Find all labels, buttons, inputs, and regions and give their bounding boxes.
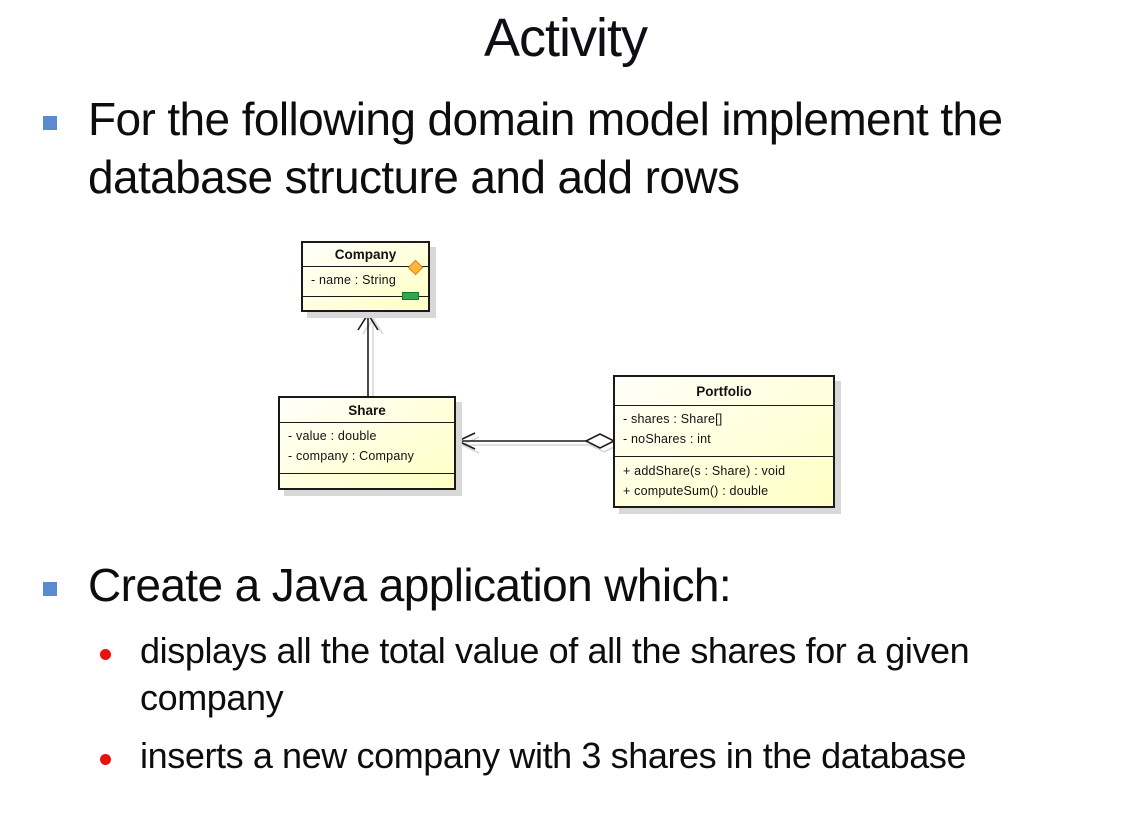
sub-bullet-text-1: displays all the total value of all the …	[140, 630, 970, 718]
round-bullet-icon	[100, 754, 111, 765]
bullet-text-1: For the following domain model implement…	[88, 93, 1003, 203]
uml-class-name: Share	[280, 398, 454, 423]
uml-operation: + computeSum() : double	[623, 484, 769, 498]
square-bullet-icon	[43, 116, 57, 130]
uml-class-share: Share - value : double - company : Compa…	[278, 396, 456, 490]
page-title: Activity	[483, 8, 648, 68]
uml-attribute: - value : double	[288, 429, 377, 443]
bullet-text-2: Create a Java application which:	[88, 559, 732, 611]
uml-attribute: - company : Company	[288, 449, 415, 463]
uml-operations-empty	[280, 474, 454, 488]
uml-attribute: - name : String	[311, 273, 396, 287]
uml-attribute: - noShares : int	[623, 432, 711, 446]
uml-attribute: - shares : Share[]	[623, 412, 723, 426]
green-rect-icon	[402, 292, 419, 300]
sub-bullet-item-2: inserts a new company with 3 shares in t…	[100, 732, 966, 779]
uml-class-name: Portfolio	[615, 377, 833, 406]
uml-class-name: Company	[303, 243, 428, 267]
sub-bullet-text-2: inserts a new company with 3 shares in t…	[140, 735, 967, 776]
uml-connector-share-to-company	[357, 312, 379, 396]
sub-bullet-item-1: displays all the total value of all the …	[100, 627, 970, 721]
uml-connector-portfolio-to-share	[456, 432, 616, 450]
bullet-item-1: For the following domain model implement…	[43, 90, 1003, 206]
uml-operation: + addShare(s : Share) : void	[623, 464, 786, 478]
square-bullet-icon	[43, 582, 57, 596]
bullet-item-2: Create a Java application which:	[43, 556, 732, 614]
round-bullet-icon	[100, 649, 111, 660]
uml-class-company: Company - name : String	[301, 241, 430, 312]
uml-class-portfolio: Portfolio - shares : Share[] - noShares …	[613, 375, 835, 508]
